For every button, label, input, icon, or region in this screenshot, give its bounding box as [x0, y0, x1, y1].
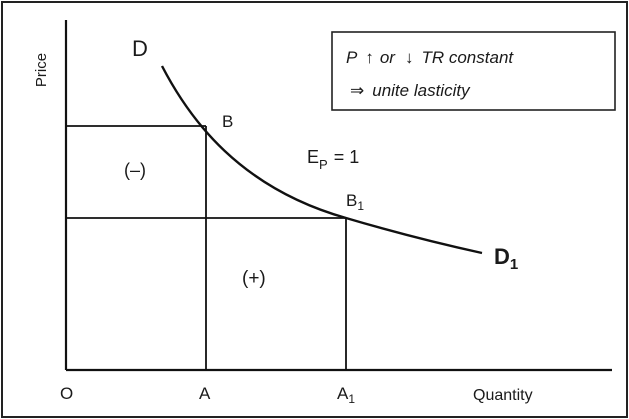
loss-region-label: (–) — [124, 160, 146, 180]
legend-line-2: ⇒unite lasticity — [350, 81, 471, 100]
point-label-B: B — [222, 112, 233, 131]
legend-line-1: P↑or↓TR constant — [346, 48, 514, 67]
origin-label: O — [60, 384, 73, 403]
curve-start-label: D — [132, 36, 148, 61]
y-axis-label: Price — [33, 53, 50, 87]
x-tick-A: A — [199, 384, 211, 403]
implies-icon: ⇒ — [350, 81, 364, 100]
down-arrow-icon: ↓ — [405, 48, 414, 67]
x-tick-A1: A1 — [337, 384, 355, 406]
x-axis-label: Quantity — [473, 387, 533, 404]
curve-end-label: D1 — [494, 244, 518, 273]
point-label-B1: B1 — [346, 191, 364, 213]
up-arrow-icon: ↑ — [365, 48, 374, 67]
gain-region-label: (+) — [242, 268, 266, 289]
demand-curve — [160, 65, 483, 255]
elasticity-label: EP= 1 — [307, 147, 359, 172]
legend-box — [331, 31, 616, 111]
